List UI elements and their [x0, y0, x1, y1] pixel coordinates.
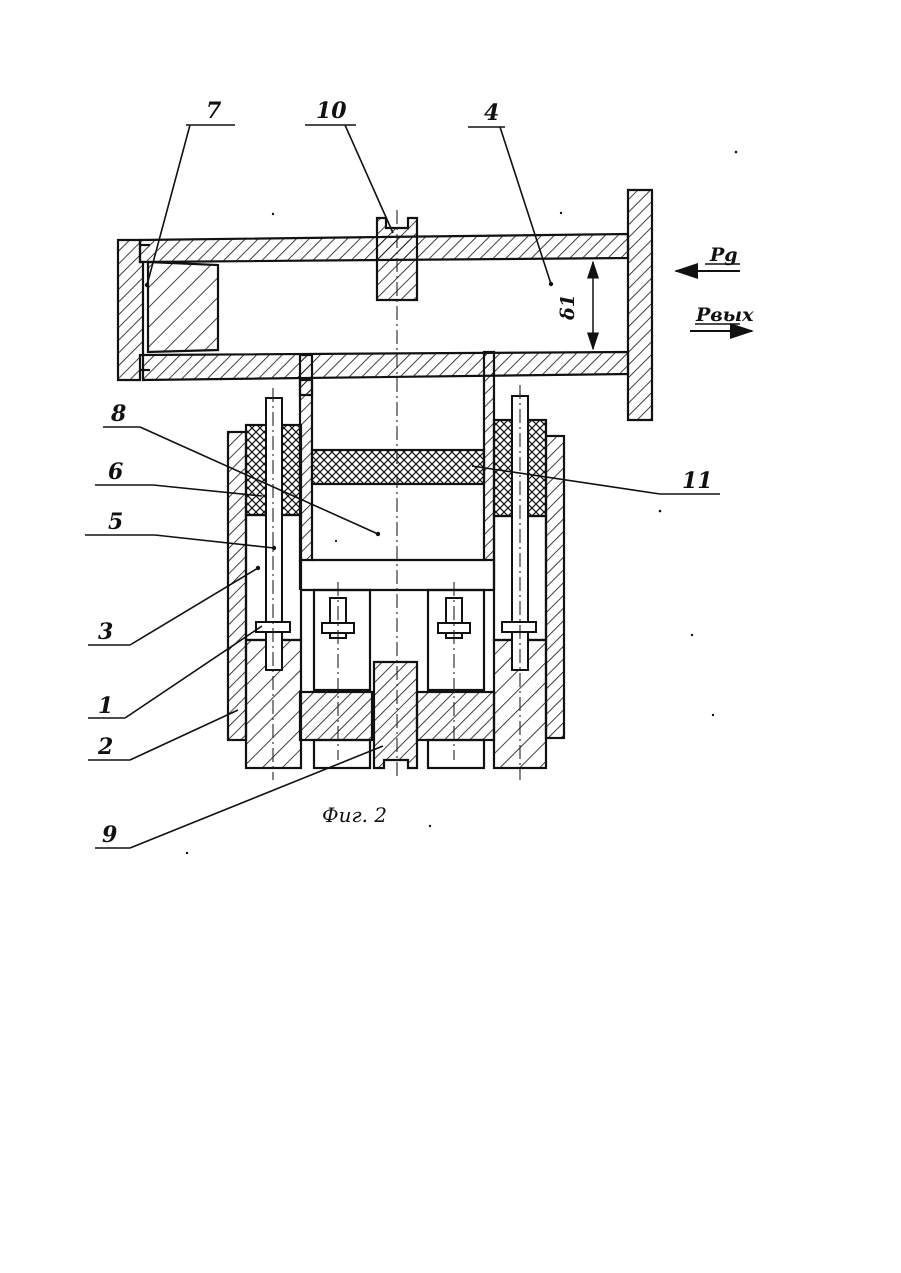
label-6: 6: [108, 459, 123, 485]
left-assembly: [228, 398, 301, 768]
label-3: 3: [98, 619, 113, 645]
figure-caption: Фиг. 2: [322, 803, 387, 827]
block-7: [148, 262, 218, 352]
plug-9: [374, 662, 417, 768]
input-pressure-label: Pg: [709, 244, 738, 266]
label-1: 1: [98, 693, 113, 719]
label-4: 4: [484, 100, 499, 126]
label-5: 5: [108, 509, 123, 535]
gap-label: δ1: [557, 294, 579, 321]
label-10: 10: [316, 98, 347, 124]
right-assembly: [494, 396, 564, 768]
output-pressure-label: Pвых: [695, 304, 754, 326]
label-7: 7: [206, 98, 222, 124]
label-8: 8: [110, 401, 126, 427]
dielectric-11: [312, 450, 484, 484]
label-9: 9: [102, 822, 117, 848]
label-2: 2: [97, 734, 113, 760]
label-11: 11: [682, 468, 713, 494]
